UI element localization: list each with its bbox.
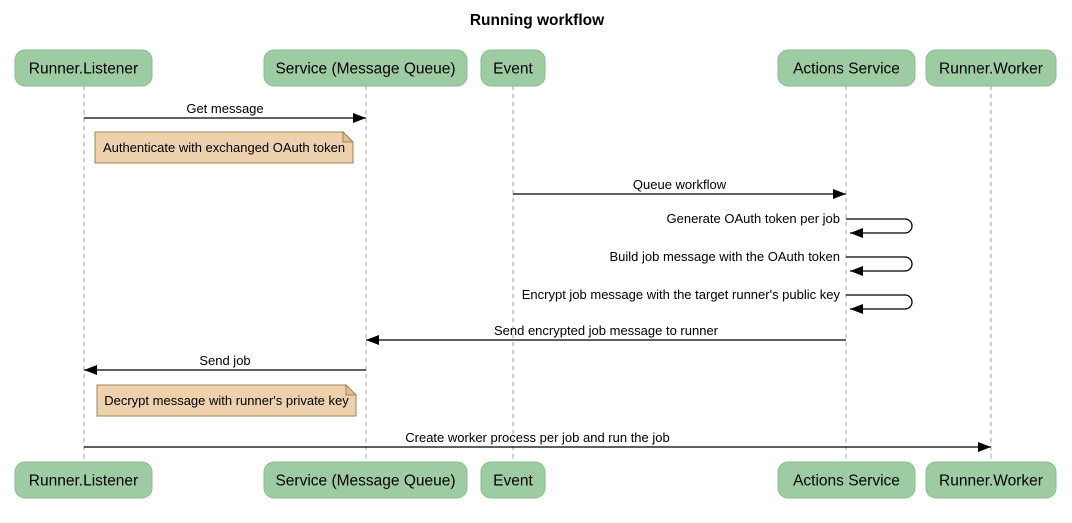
self-message-loop	[846, 256, 913, 276]
self-message-loop	[846, 294, 913, 314]
message-queue-workflow: Queue workflow	[513, 177, 846, 199]
actor-label: Runner.Listener	[29, 473, 138, 490]
self-message-loop	[846, 218, 913, 238]
actor-bottom-event: Event	[480, 461, 546, 499]
actor-top-event: Event	[480, 49, 546, 87]
self-message-build-job-message: Build job message with the OAuth token	[609, 249, 913, 276]
actor-box	[480, 461, 546, 499]
message-send-encrypted-job-message: Send encrypted job message to runner	[366, 323, 846, 345]
actor-top-actions-service: Actions Service	[777, 49, 916, 87]
actor-bottom-actions-service: Actions Service	[777, 461, 916, 499]
actor-top-service-message-queue: Service (Message Queue)	[263, 49, 468, 87]
actor-label: Event	[493, 61, 533, 78]
note-fold-corner	[345, 383, 358, 396]
actor-box	[14, 49, 153, 87]
actor-label: Actions Service	[793, 61, 900, 78]
note-authenticate: Authenticate with exchanged OAuth token	[94, 130, 355, 164]
message-label: Create worker process per job and run th…	[405, 430, 669, 445]
message-send-job: Send job	[84, 353, 366, 375]
note-body	[96, 384, 357, 417]
note-label: Decrypt message with runner's private ke…	[104, 393, 349, 408]
actor-label: Runner.Worker	[939, 473, 1043, 490]
actor-top-runner-listener: Runner.Listener	[14, 49, 153, 87]
actor-box	[777, 461, 916, 499]
actor-label: Actions Service	[793, 473, 900, 490]
self-message-generate-oauth-token: Generate OAuth token per job	[667, 211, 913, 238]
actor-box	[777, 49, 916, 87]
message-label: Send job	[199, 353, 250, 368]
actor-label: Service (Message Queue)	[275, 61, 455, 78]
actor-bottom-service-message-queue: Service (Message Queue)	[263, 461, 468, 499]
note-label: Authenticate with exchanged OAuth token	[103, 140, 345, 155]
note-fold-corner	[342, 130, 355, 143]
actor-box	[925, 461, 1057, 499]
actor-box	[263, 461, 468, 499]
note-decrypt: Decrypt message with runner's private ke…	[96, 383, 358, 417]
actor-box	[480, 49, 546, 87]
message-label: Send encrypted job message to runner	[494, 323, 719, 338]
actor-label: Runner.Listener	[29, 61, 138, 78]
message-create-worker-process: Create worker process per job and run th…	[84, 430, 991, 452]
actor-label: Event	[493, 473, 533, 490]
self-message-encrypt-job-message: Encrypt job message with the target runn…	[522, 287, 913, 314]
diagram-title: Running workflow	[470, 12, 605, 29]
message-label: Get message	[186, 101, 263, 116]
message-get-message: Get message	[84, 101, 366, 123]
note-body	[94, 131, 354, 164]
message-label: Generate OAuth token per job	[667, 211, 840, 226]
actor-top-runner-worker: Runner.Worker	[925, 49, 1057, 87]
actor-box	[14, 461, 153, 499]
actor-bottom-runner-worker: Runner.Worker	[925, 461, 1057, 499]
actor-bottom-runner-listener: Runner.Listener	[14, 461, 153, 499]
message-label: Build job message with the OAuth token	[609, 249, 840, 264]
actor-box	[925, 49, 1057, 87]
actor-label: Service (Message Queue)	[275, 473, 455, 490]
actor-box	[263, 49, 468, 87]
message-label: Encrypt job message with the target runn…	[522, 287, 841, 302]
message-label: Queue workflow	[633, 177, 727, 192]
actor-label: Runner.Worker	[939, 61, 1043, 78]
